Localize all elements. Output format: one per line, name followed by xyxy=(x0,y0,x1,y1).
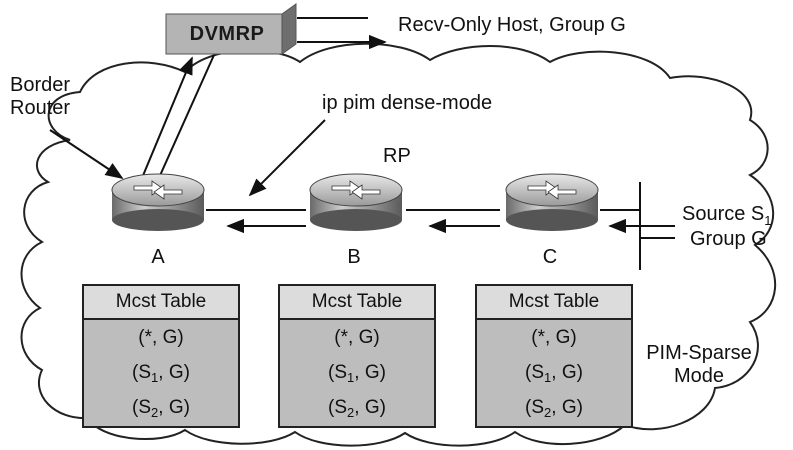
border-router-line1: Border xyxy=(10,74,71,96)
arrow-icon xyxy=(157,54,215,181)
group-label: Group G xyxy=(690,228,767,250)
source-prefix: Source S xyxy=(682,203,765,225)
mcst-table-header: Mcst Table xyxy=(477,286,631,320)
cloud-icon xyxy=(20,42,777,447)
pim-sparse-line2: Mode xyxy=(673,365,725,387)
arrow-icon xyxy=(49,129,124,179)
router-b-label: B xyxy=(347,246,361,268)
source-subscript: 1 xyxy=(764,213,772,228)
mcst-table-row: (*, G) xyxy=(531,326,577,348)
dvmrp-label: DVMRP xyxy=(189,22,265,45)
mcst-table-row: (*, G) xyxy=(334,326,380,348)
arrow-icon xyxy=(248,119,326,197)
source-label: Source S1 xyxy=(682,203,772,228)
pim-sparse-label: PIM-Sparse Mode xyxy=(646,342,752,388)
dvmrp-box xyxy=(165,3,297,55)
router-a-label: A xyxy=(151,246,165,268)
pim-sparse-line1: PIM-Sparse xyxy=(646,342,752,364)
arrow-icon xyxy=(141,56,193,179)
router-c-label: C xyxy=(542,246,558,268)
router-icon xyxy=(505,173,599,231)
border-router-line2: Router xyxy=(10,97,71,119)
router-icon xyxy=(309,173,403,231)
mcst-table-header: Mcst Table xyxy=(280,286,434,320)
rp-label: RP xyxy=(383,145,411,167)
mcst-table-row: (*, G) xyxy=(138,326,184,348)
border-router-label: Border Router xyxy=(10,74,70,120)
recv-host-label: Recv-Only Host, Group G xyxy=(398,14,626,36)
router-icon xyxy=(111,173,205,231)
mcst-table-header: Mcst Table xyxy=(84,286,238,320)
pim-dense-label: ip pim dense-mode xyxy=(322,92,493,114)
